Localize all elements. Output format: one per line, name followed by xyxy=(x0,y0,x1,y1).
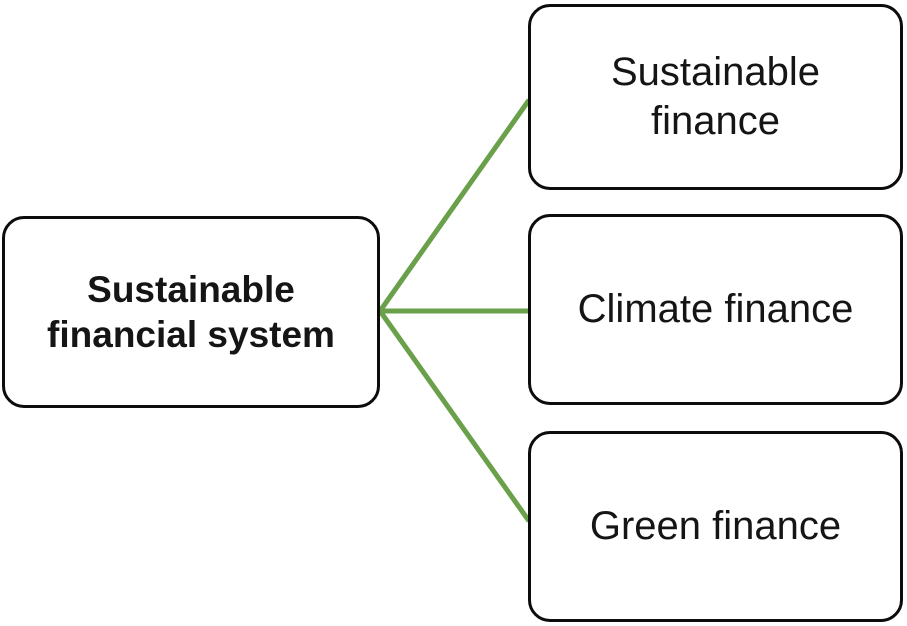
node-label: Sustainable financial system xyxy=(47,268,335,355)
node-climate-finance: Climate finance xyxy=(528,214,903,405)
node-label: Climate finance xyxy=(577,287,854,332)
connector-root-to-green-finance xyxy=(377,309,532,523)
node-sustainable-finance: Sustainable finance xyxy=(528,4,903,190)
node-label: Green finance xyxy=(589,504,842,549)
node-green-finance: Green finance xyxy=(528,431,903,622)
connector-root-to-sustainable-finance xyxy=(377,98,532,313)
node-sustainable-financial-system: Sustainable financial system xyxy=(2,216,380,408)
node-label: Sustainable finance xyxy=(610,50,821,143)
